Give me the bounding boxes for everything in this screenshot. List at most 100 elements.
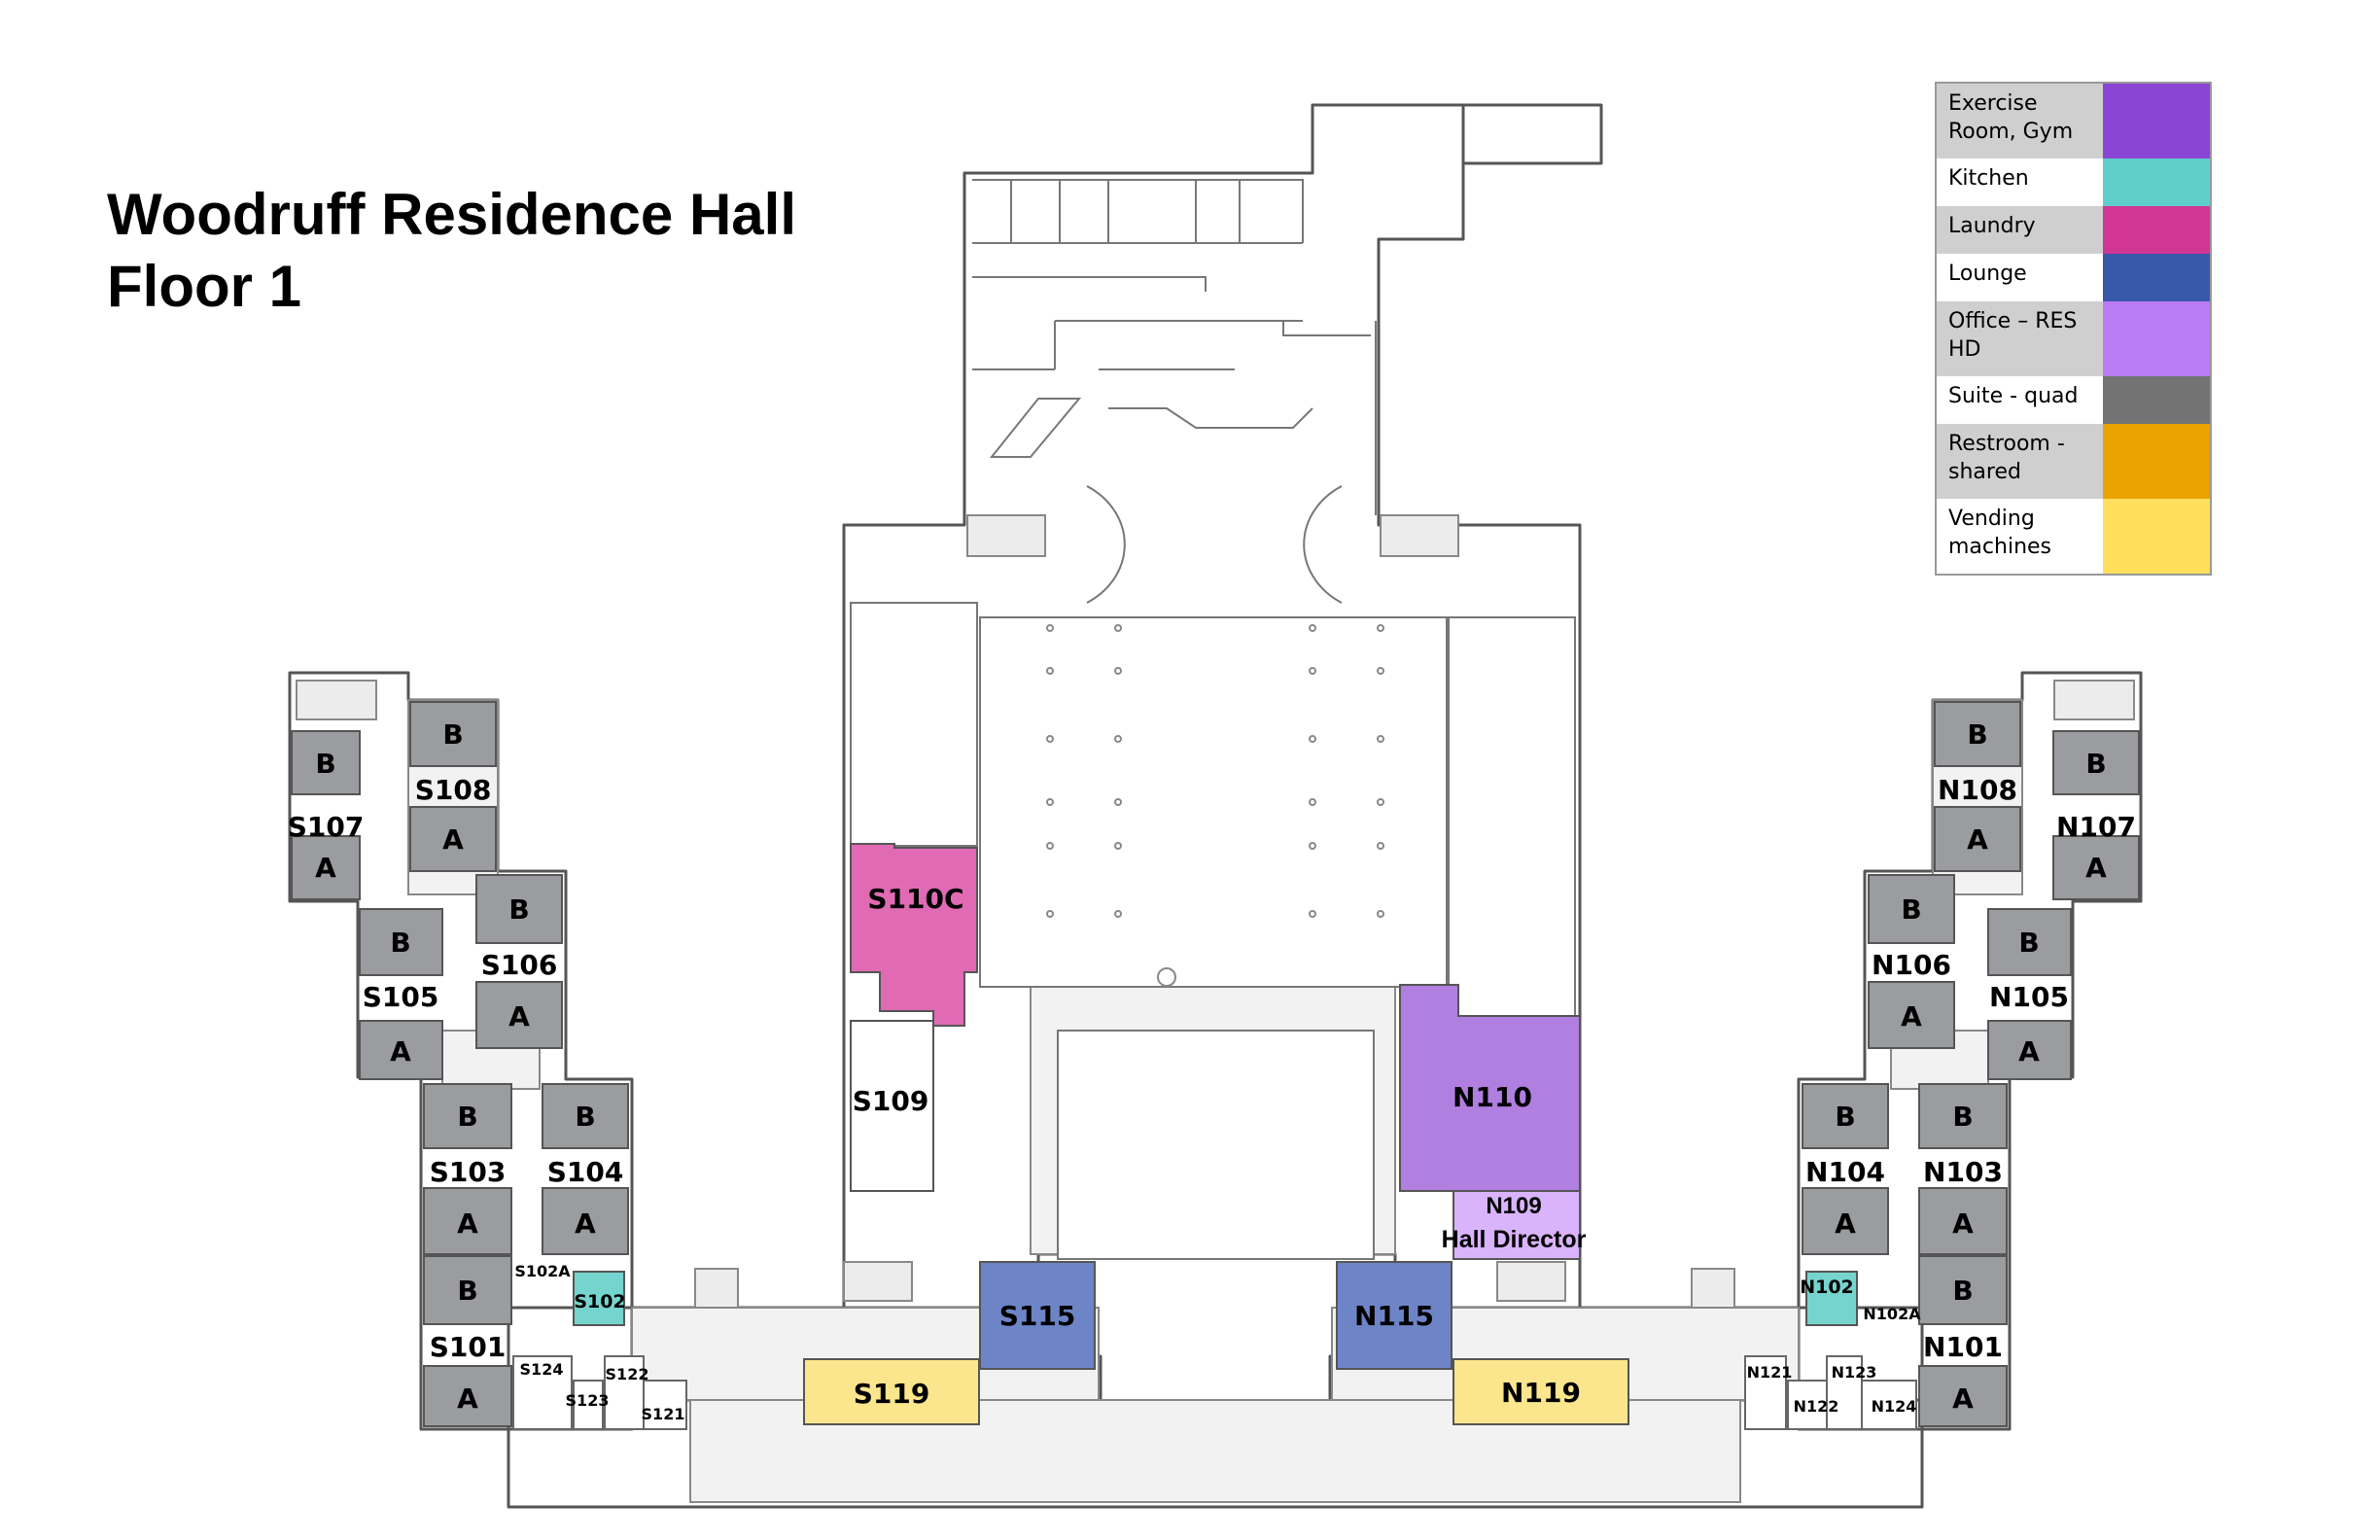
suite-name: N107 bbox=[2056, 811, 2136, 843]
label-s102: S102 bbox=[574, 1291, 625, 1312]
suite-n105[interactable] bbox=[1987, 908, 2072, 1080]
suite-a: A bbox=[2085, 852, 2107, 884]
room-s102[interactable] bbox=[573, 1271, 625, 1326]
suite-a: A bbox=[1952, 1208, 1974, 1240]
legend-item: Laundry bbox=[1937, 206, 2210, 254]
elevator-north bbox=[1691, 1268, 1735, 1309]
suite-b: B bbox=[457, 1101, 477, 1133]
suite-b: B bbox=[315, 748, 335, 780]
label-n123: N123 bbox=[1832, 1363, 1877, 1382]
suite-s104[interactable] bbox=[542, 1083, 629, 1255]
annex-arches bbox=[1086, 485, 1343, 604]
map-title: Woodruff Residence Hall Floor 1 bbox=[107, 179, 796, 323]
suite-s105[interactable] bbox=[359, 908, 443, 1080]
suite-b: B bbox=[2085, 748, 2106, 780]
room-n121[interactable] bbox=[1744, 1355, 1787, 1430]
suite-n103[interactable] bbox=[1918, 1083, 2008, 1255]
suite-b: B bbox=[1901, 893, 1921, 926]
suite-b: B bbox=[1952, 1101, 1973, 1133]
suite-s101[interactable] bbox=[423, 1255, 512, 1427]
suite-n101[interactable] bbox=[1918, 1255, 2008, 1427]
legend-swatch bbox=[2103, 499, 2210, 574]
room-s115[interactable] bbox=[979, 1261, 1096, 1370]
legend-label: Office – RES HD bbox=[1937, 301, 2103, 376]
building-name: Woodruff Residence Hall bbox=[107, 182, 796, 247]
suite-n106[interactable] bbox=[1868, 874, 1955, 1049]
room-s119[interactable] bbox=[803, 1358, 980, 1425]
stair-east-annex bbox=[1380, 514, 1459, 557]
stair-south-corridor bbox=[843, 1261, 913, 1302]
suite-a: A bbox=[390, 1035, 411, 1068]
room-s124[interactable] bbox=[512, 1355, 573, 1430]
room-s109[interactable] bbox=[850, 1020, 934, 1192]
label-s122: S122 bbox=[606, 1365, 649, 1383]
label-n121: N121 bbox=[1747, 1363, 1793, 1382]
suite-a: A bbox=[457, 1382, 478, 1415]
annex-partitions bbox=[972, 179, 1377, 515]
suite-n107[interactable] bbox=[2052, 730, 2140, 900]
suite-b: B bbox=[508, 893, 529, 926]
room-n124[interactable] bbox=[1861, 1380, 1917, 1430]
suite-s106[interactable] bbox=[475, 874, 563, 1049]
room-s123[interactable] bbox=[573, 1380, 604, 1430]
suite-name: N106 bbox=[1872, 949, 1951, 981]
room-n115[interactable] bbox=[1336, 1261, 1452, 1370]
west-hall bbox=[850, 602, 978, 847]
front-terrace-outline bbox=[507, 1400, 1924, 1509]
suite-name: S105 bbox=[363, 981, 439, 1013]
suite-b: B bbox=[1952, 1275, 1973, 1307]
suite-a: A bbox=[508, 1000, 530, 1032]
label-s121: S121 bbox=[642, 1405, 685, 1423]
room-n110[interactable] bbox=[1399, 984, 1581, 1192]
legend-label: Laundry bbox=[1937, 206, 2103, 254]
legend-swatch bbox=[2103, 158, 2210, 206]
suite-name: N104 bbox=[1805, 1156, 1885, 1188]
legend-swatch bbox=[2103, 254, 2210, 301]
legend-swatch bbox=[2103, 206, 2210, 254]
label-s115: S115 bbox=[999, 1300, 1076, 1332]
floor-name: Floor 1 bbox=[107, 254, 302, 319]
suite-s107[interactable] bbox=[291, 730, 361, 900]
legend-swatch bbox=[2103, 424, 2210, 499]
suite-a: A bbox=[457, 1208, 478, 1240]
suite-b: B bbox=[1835, 1101, 1855, 1133]
room-s121[interactable] bbox=[643, 1380, 687, 1430]
suite-s103[interactable] bbox=[423, 1083, 512, 1255]
suite-b: B bbox=[457, 1275, 477, 1307]
legend-swatch bbox=[2103, 84, 2210, 158]
room-n119[interactable] bbox=[1452, 1358, 1629, 1425]
legend-item: Restroom - shared bbox=[1937, 424, 2210, 499]
legend-swatch bbox=[2103, 376, 2210, 424]
courtyard bbox=[1057, 1030, 1375, 1260]
hall-main bbox=[979, 616, 1448, 988]
suite-name: N101 bbox=[1923, 1331, 2003, 1363]
label-s119: S119 bbox=[854, 1378, 930, 1410]
label-s124: S124 bbox=[520, 1360, 564, 1379]
room-s110c[interactable] bbox=[850, 843, 978, 1027]
legend-label: Lounge bbox=[1948, 262, 2027, 286]
suite-s108[interactable] bbox=[409, 701, 497, 872]
suite-name: S104 bbox=[547, 1156, 624, 1188]
room-n109[interactable] bbox=[1452, 1190, 1581, 1260]
suite-n108[interactable] bbox=[1934, 701, 2021, 872]
label-s110c: S110C bbox=[867, 883, 963, 915]
stair-south-wing bbox=[296, 680, 377, 720]
suite-name: N105 bbox=[1989, 981, 2069, 1013]
suite-n104[interactable] bbox=[1802, 1083, 1889, 1255]
suite-a: A bbox=[442, 823, 464, 856]
elevator-south bbox=[694, 1268, 739, 1309]
suite-b: B bbox=[1967, 718, 1987, 751]
east-hall bbox=[1448, 616, 1576, 1017]
room-n122[interactable] bbox=[1787, 1380, 1828, 1430]
suite-b: B bbox=[442, 718, 463, 751]
suite-name: S108 bbox=[415, 774, 492, 806]
suite-a: A bbox=[1967, 823, 1988, 856]
room-n123[interactable] bbox=[1826, 1355, 1863, 1430]
room-n102[interactable] bbox=[1805, 1271, 1858, 1326]
label-s102a: S102A bbox=[514, 1262, 571, 1280]
label-n124: N124 bbox=[1872, 1397, 1917, 1416]
suite-a: A bbox=[1835, 1208, 1856, 1240]
label-n102a: N102A bbox=[1863, 1305, 1921, 1323]
